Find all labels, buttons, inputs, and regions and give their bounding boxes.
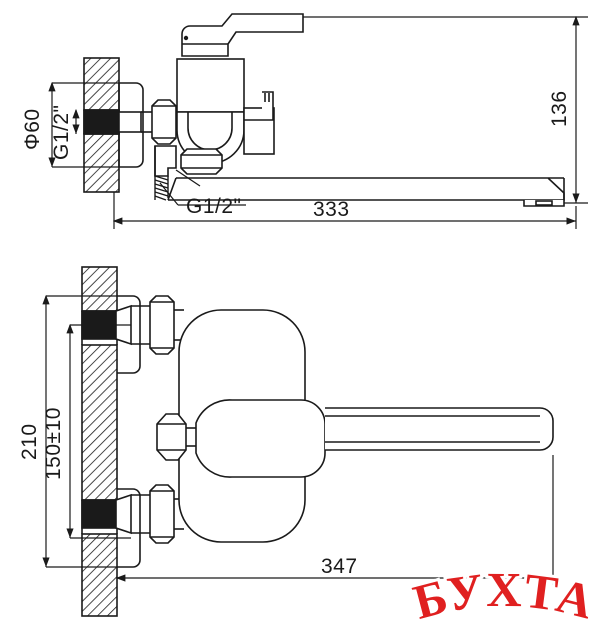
leader-g-half-bottom (159, 182, 246, 206)
hex-nut-upper (151, 99, 186, 145)
dim-136 (303, 15, 588, 204)
inlet-connector-lower-lower-view (81, 493, 160, 535)
hex-nut-upper-lower-view (149, 295, 184, 355)
inlet-connector-upper-lower-view (81, 304, 160, 346)
label-136: 136 (548, 90, 571, 127)
lower-view-group (81, 266, 554, 617)
spout-lower (325, 407, 554, 451)
upper-view-group (83, 13, 565, 207)
label-g-half-upper: G1/2" (50, 105, 73, 160)
wall-section-upper (83, 57, 120, 193)
label-150: 150±10 (42, 407, 65, 480)
dim-phi60 (48, 81, 119, 168)
flange-cover-lower-lower-view (117, 488, 141, 568)
label-347: 347 (321, 555, 358, 578)
lever-handle-lower (195, 399, 326, 478)
thread-coil (154, 175, 169, 201)
label-g-half-spout: G1/2" (186, 195, 241, 218)
lower-dimensions (42, 294, 554, 585)
dim-210 (42, 294, 117, 568)
diverter-knob-upper (243, 91, 275, 155)
label-333: 333 (313, 198, 350, 221)
dim-347 (115, 455, 554, 585)
label-phi60: Φ60 (21, 108, 44, 150)
spout-upper (167, 177, 565, 207)
shower-outlet-upper (154, 145, 177, 201)
lever-handle-upper (181, 13, 304, 57)
flange-cover-upper-lower-view (117, 295, 141, 374)
label-210: 210 (18, 423, 41, 460)
dim-333 (112, 192, 577, 229)
dim-150 (66, 323, 131, 539)
hex-nut-lower-upper-view (180, 148, 223, 175)
diverter-knob-lower (156, 413, 196, 461)
hex-nut-lower-lower-view (149, 484, 184, 544)
dimension-labels: Φ60 G1/2" G1/2" 333 136 210 150±10 347 (18, 90, 571, 578)
upper-dimensions (48, 15, 588, 229)
inlet-connector-upper (83, 109, 152, 135)
leader-diagonal-spout (175, 169, 201, 187)
mixer-body-upper (176, 58, 245, 164)
